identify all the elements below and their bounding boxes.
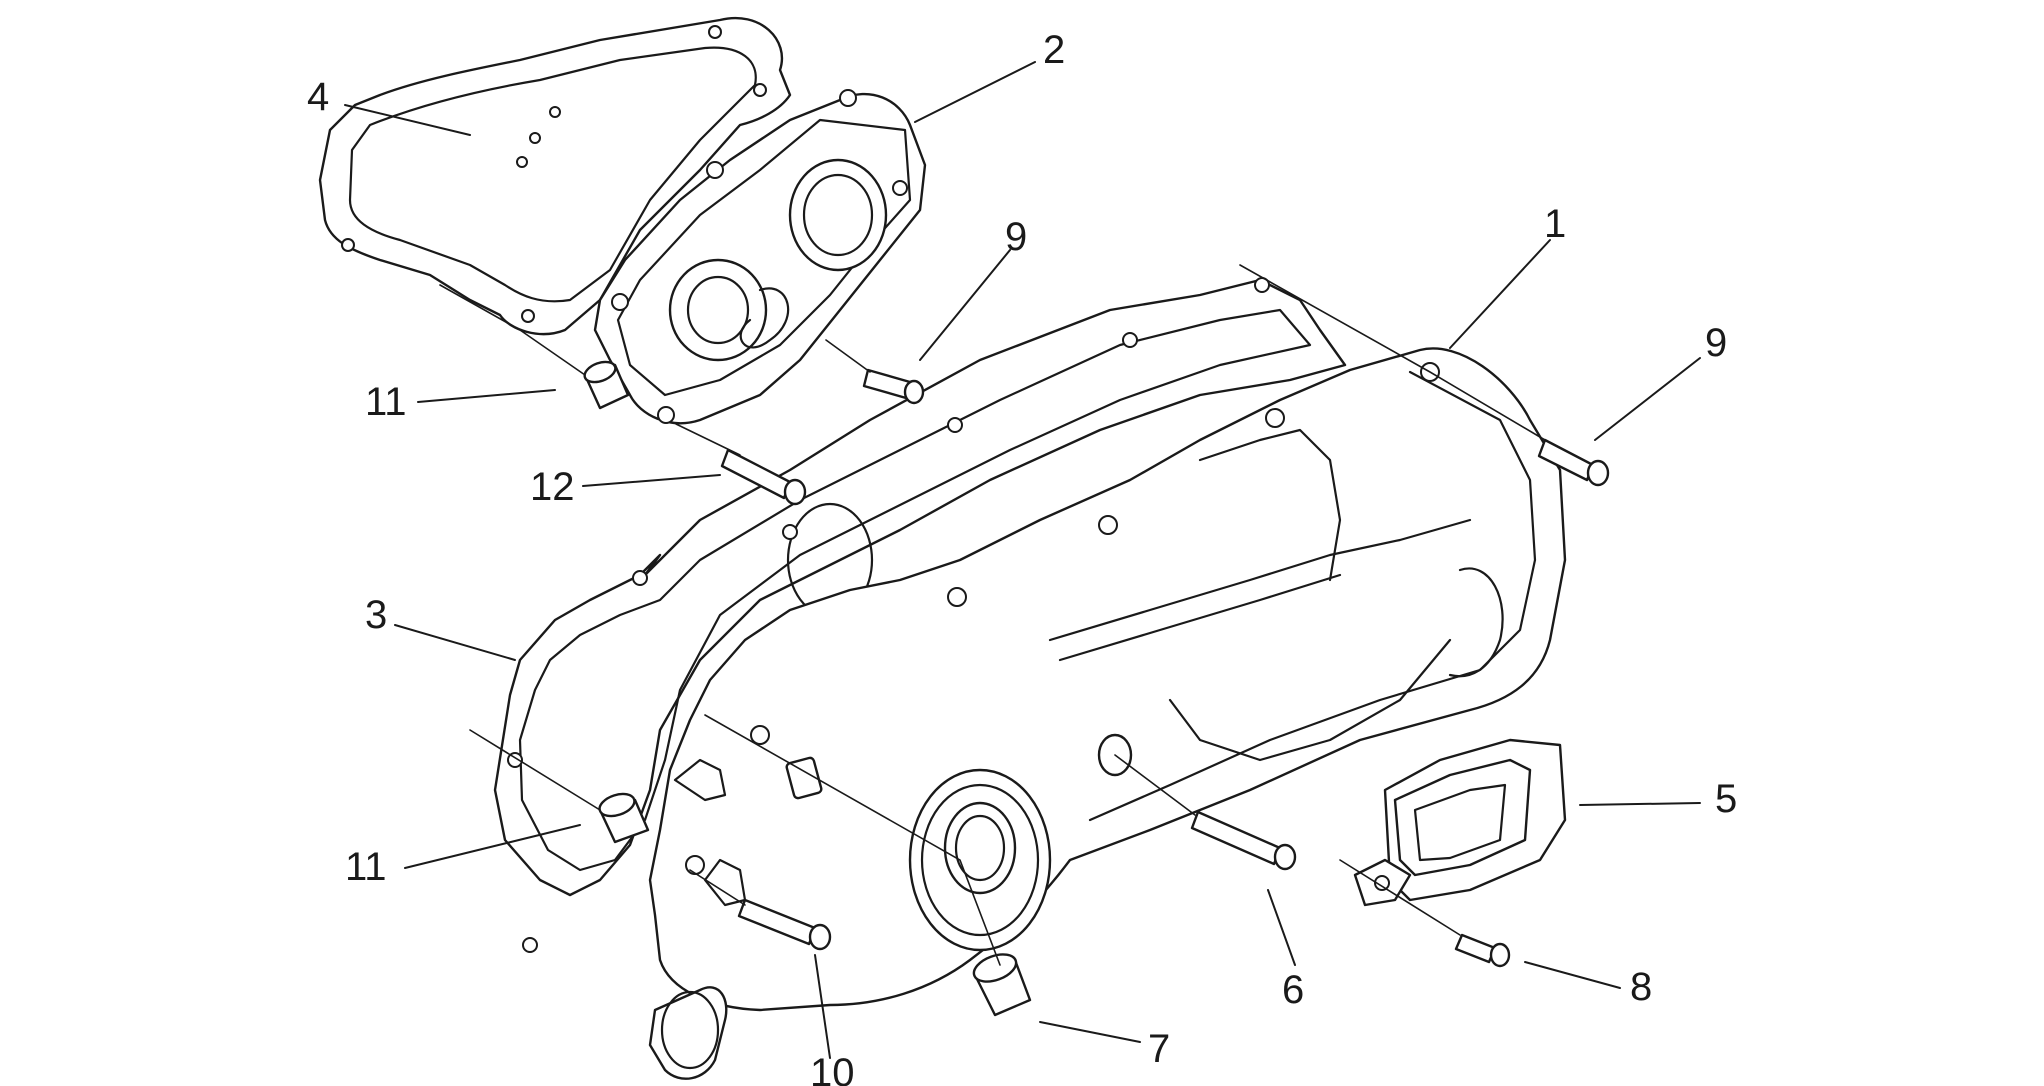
callout-3: 3 xyxy=(365,593,387,637)
callout-11-lower: 11 xyxy=(345,845,387,889)
bushing-upper xyxy=(583,360,630,410)
leader-lines xyxy=(344,61,1701,1059)
callout-9-right: 9 xyxy=(1705,321,1727,365)
screw-9-right xyxy=(1537,438,1610,487)
screw-9-upper xyxy=(862,368,925,405)
callout-9-top: 9 xyxy=(1005,215,1027,259)
callout-7: 7 xyxy=(1148,1027,1170,1071)
callout-11-upper: 11 xyxy=(365,380,407,424)
gasket-main xyxy=(493,277,1347,953)
callout-5: 5 xyxy=(1715,777,1737,821)
callout-1: 1 xyxy=(1544,202,1566,246)
callout-12: 12 xyxy=(530,465,575,509)
callout-6: 6 xyxy=(1282,968,1304,1012)
callout-8: 8 xyxy=(1630,965,1652,1009)
transmission-cover xyxy=(648,347,1567,1080)
bushing-lower xyxy=(598,792,650,844)
explosion-lines xyxy=(439,264,1546,966)
callout-10: 10 xyxy=(810,1051,855,1086)
callout-4: 4 xyxy=(307,75,329,119)
screw-12 xyxy=(720,448,807,506)
cover-top xyxy=(593,89,927,425)
bushing-part-7 xyxy=(972,953,1032,1017)
callout-labels: 1 2 3 4 5 6 7 8 9 9 10 11 11 12 xyxy=(307,28,1737,1086)
callout-2: 2 xyxy=(1043,28,1065,72)
screw-8 xyxy=(1454,933,1511,968)
screw-6 xyxy=(1190,810,1297,871)
screw-10 xyxy=(737,898,832,951)
air-duct xyxy=(1353,738,1567,907)
gasket-top xyxy=(318,17,792,336)
